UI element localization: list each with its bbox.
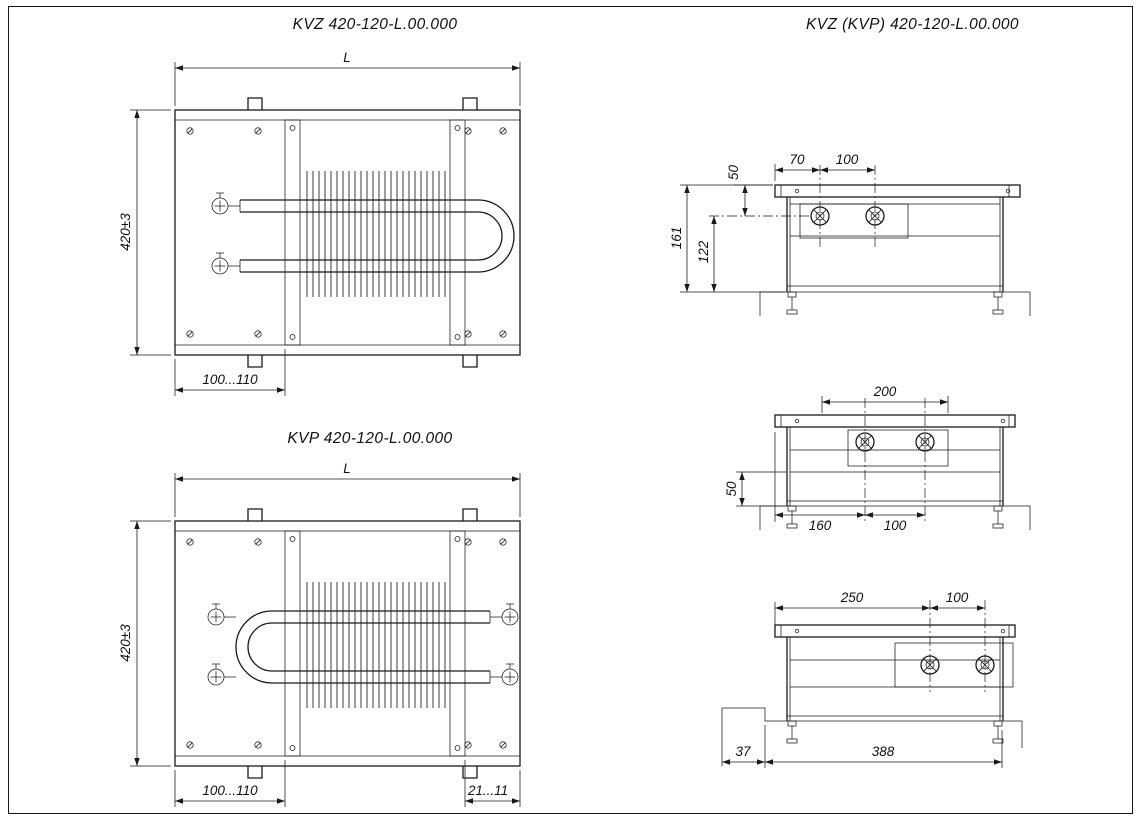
left-valve-icon [207,603,237,626]
sheet-border [8,6,1133,814]
dim-100: 100 [884,518,907,533]
return-valve-icon [211,252,241,275]
bottom-frame [786,715,1004,722]
kvz-plan-title: KVZ 420-120-L.00.000 [292,16,458,33]
bottom-frame [786,500,1004,507]
kvz-dim-inlet-offset: 100...110 [202,372,258,387]
view-side-bottom: 250 100 37 388 [721,590,1023,768]
right-rail [449,530,466,757]
dim-37: 37 [735,744,751,759]
right-valve-icon [489,603,519,626]
wall-step-lines [721,707,1023,766]
grille [774,184,1021,198]
section-body [759,165,1031,316]
dim-100: 100 [836,152,859,167]
kvz-dim-height: 420±3 [118,213,133,251]
dim-50: 50 [724,481,739,497]
floor-break-lines [759,291,1031,316]
view-kvp-plan: L 420±3 100...110 21...11 [118,461,521,807]
kvz-heat-exchanger [211,171,515,297]
dim-388: 388 [872,744,895,759]
left-rail [284,530,301,757]
section-dimensions: 200 50 160 100 [724,384,949,533]
view-side-top: 70 100 50 161 122 [669,152,1031,316]
dim-100: 100 [946,590,969,605]
grille [774,414,1016,428]
pipe-pocket [799,203,909,239]
left-rail [284,119,301,346]
section-dimensions: 250 100 37 388 [722,590,1003,768]
kvp-dim-inlet-offset: 100...110 [202,783,258,798]
feet [786,291,1004,315]
view-side-middle: 200 50 160 100 [724,384,1031,533]
dim-200: 200 [873,384,897,399]
dim-122: 122 [696,240,711,263]
side-views-title: KVZ (KVP) 420-120-L.00.000 [806,16,1019,33]
kvp-dim-height: 420±3 [118,624,133,662]
kvp-dim-end-offset: 21...11 [467,783,508,798]
pipe-pocket [847,429,949,467]
mounting-tabs [247,508,478,779]
kvp-dim-length: L [343,461,351,476]
dim-250: 250 [840,590,864,605]
dim-161: 161 [669,227,684,250]
dim-160: 160 [809,518,832,533]
kvz-casing [174,97,521,368]
kvp-casing [174,508,521,779]
section-dimensions: 70 100 50 161 122 [669,152,875,293]
view-kvz-plan: L 420±3 100...110 [118,50,521,396]
mounting-tabs [247,97,478,368]
kvp-heat-exchanger [207,582,519,708]
right-valve-icon [489,663,519,686]
pipe-pocket [894,642,1014,688]
dim-70: 70 [789,152,805,167]
kvz-dim-length: L [343,50,351,65]
section-body [721,600,1023,766]
kvp-dimensions: L 420±3 100...110 21...11 [118,461,521,807]
grille [774,624,1016,638]
right-rail [449,119,466,346]
supply-valve-icon [211,192,241,215]
bottom-frame [786,285,1004,293]
left-valve-icon [207,663,237,686]
feet [786,720,1004,744]
section-body [759,398,1031,530]
kvz-dimensions: L 420±3 100...110 [118,50,521,396]
dim-50: 50 [726,164,741,180]
kvp-plan-title: KVP 420-120-L.00.000 [287,430,453,447]
